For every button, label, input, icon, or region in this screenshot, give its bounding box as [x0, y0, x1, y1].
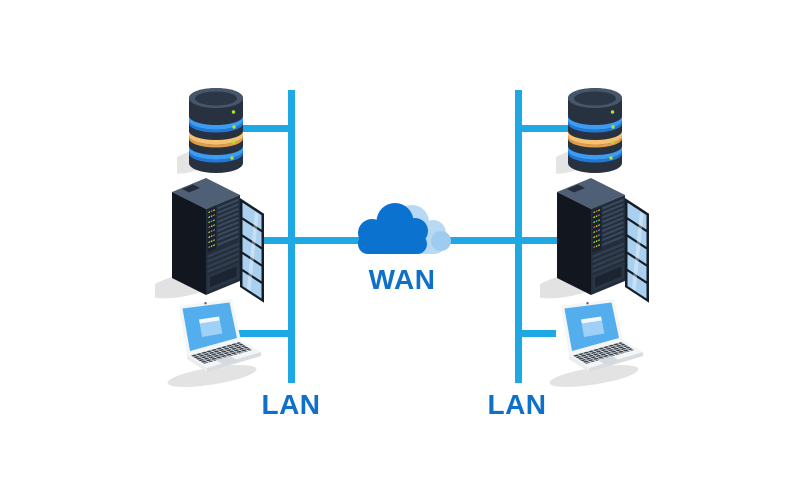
wan-cloud-icon [358, 203, 451, 254]
database-icon-right [556, 85, 626, 180]
laptop-icon-left [166, 299, 261, 388]
database-uplink-left [230, 125, 288, 132]
server-rack-icon-right [540, 178, 649, 304]
database-icon-left [177, 85, 247, 180]
lan-bus-right [515, 90, 522, 383]
lan-bus-left [288, 90, 295, 383]
database-uplink-right [522, 125, 572, 132]
lan-label-left: LAN [261, 389, 321, 420]
laptop-uplink-left [228, 330, 288, 337]
server-rack-icon-left [155, 178, 264, 304]
laptop-icon-right [548, 299, 643, 388]
laptop-uplink-right [522, 330, 556, 337]
lan-label-right: LAN [487, 389, 547, 420]
wan-label: WAN [368, 264, 436, 295]
